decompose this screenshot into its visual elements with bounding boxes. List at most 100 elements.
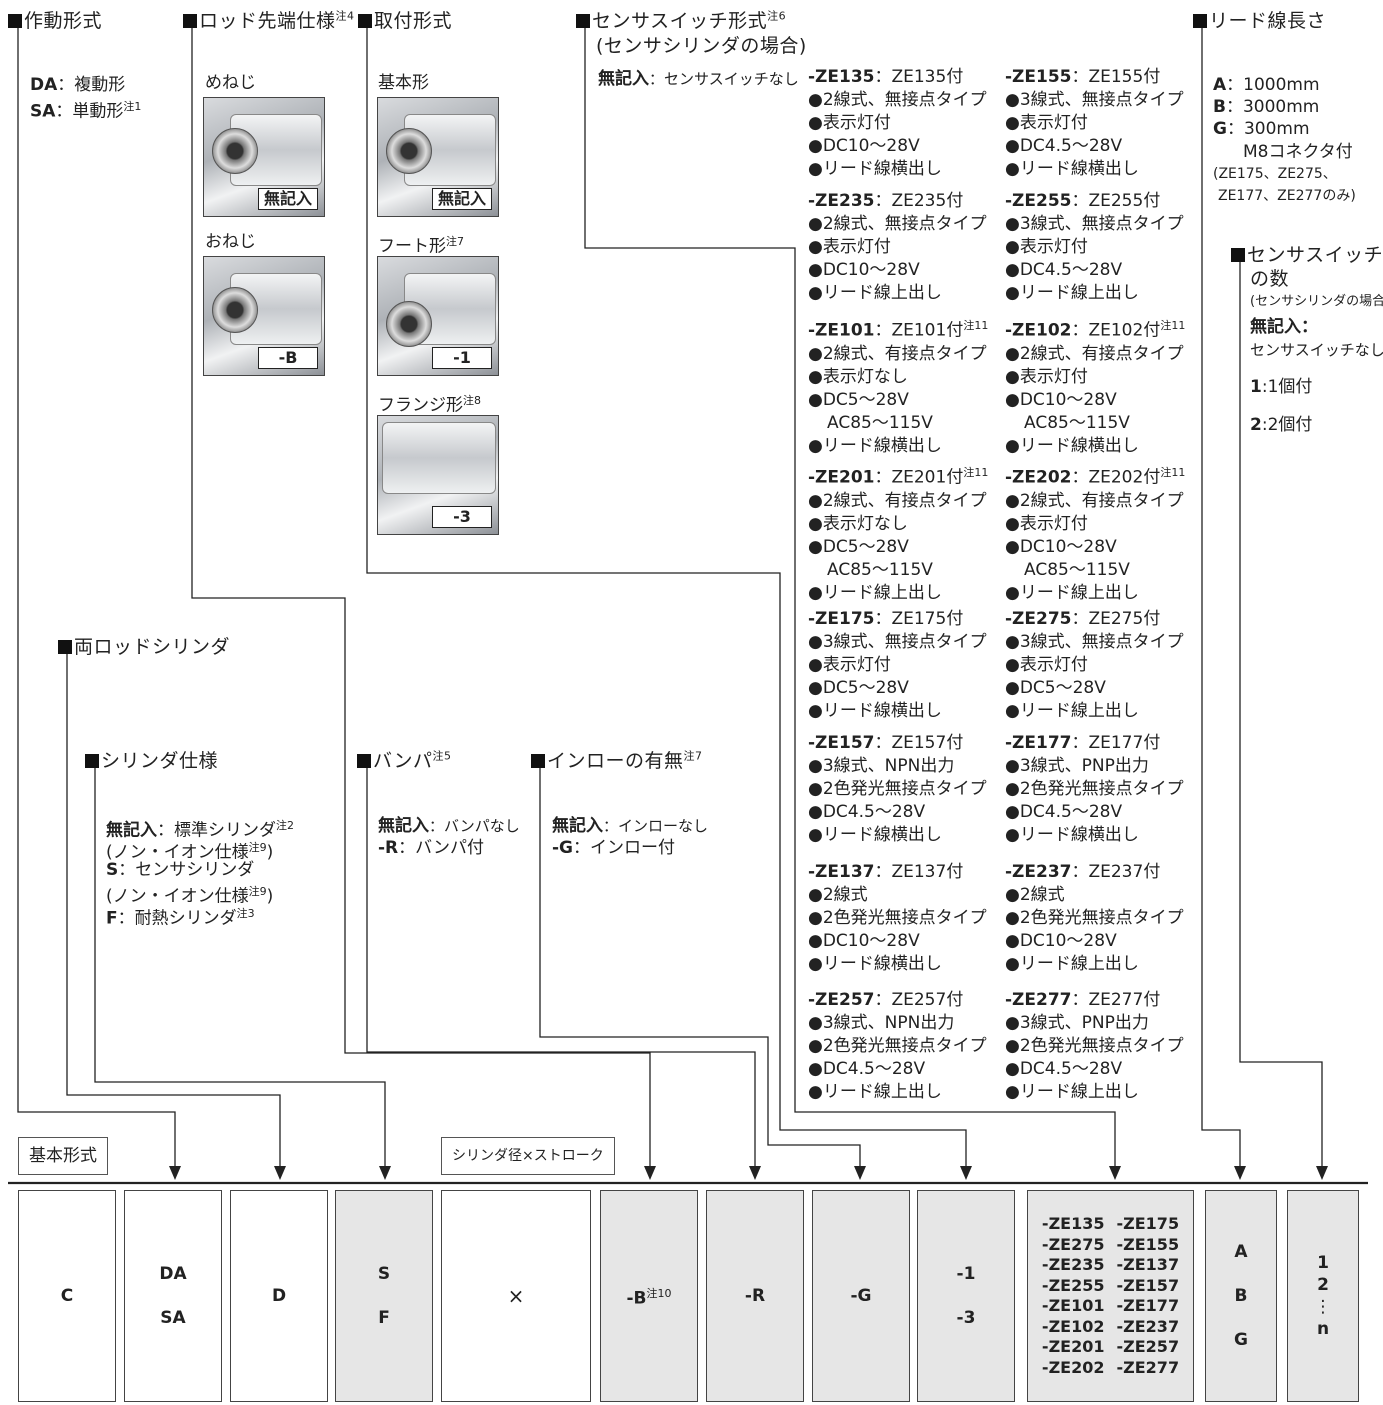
- mount-flange-photo: -3: [377, 415, 499, 535]
- rod-female-tag: 無記入: [258, 188, 318, 210]
- sensor-code: -ZE101: [1041, 1296, 1105, 1315]
- basic-form-label: 基本形式: [18, 1137, 108, 1175]
- mount-foot-label: フート形注7: [378, 235, 464, 257]
- mount-basic-photo: 無記入: [377, 97, 499, 217]
- sensor-code: -ZE137: [1116, 1255, 1180, 1274]
- sensor-block-ze237: -ZE237：ZE237付2線式2色発光無接点タイプDC10～28Vリード線上出…: [1005, 861, 1205, 976]
- spec-f: F：耐熱シリンダ注3: [106, 907, 255, 929]
- cell-d: D: [230, 1190, 328, 1402]
- count-two: 2:2個付: [1250, 415, 1313, 435]
- header-sensor-switch: センサスイッチ形式注6: [576, 6, 786, 33]
- sensor-code: -ZE201: [1041, 1337, 1105, 1356]
- sensor-block-ze155: -ZE155：ZE155付3線式、無接点タイプ表示灯付DC4.5～28Vリード線…: [1005, 66, 1205, 181]
- sensor-code: -ZE175: [1116, 1214, 1180, 1233]
- lead-g-note1: (ZE175、ZE275、: [1213, 166, 1337, 182]
- header-action-type: 作動形式: [8, 6, 102, 33]
- mount-foot-photo: -1: [377, 256, 499, 376]
- sensor-block-ze157: -ZE157：ZE157付3線式、NPN出力2色発光無接点タイプDC4.5～28…: [808, 732, 1008, 847]
- sensor-code-row: -ZE235 -ZE137: [1042, 1255, 1179, 1276]
- header-sensor-count-l3: (センサシリンダの場合): [1250, 294, 1383, 309]
- count-one: 1:1個付: [1250, 377, 1313, 397]
- header-sensor-count-l2: の数: [1250, 268, 1290, 290]
- mount-foot-tag: -1: [432, 347, 492, 369]
- header-sensor-switch-sub: (センサシリンダの場合): [596, 35, 807, 57]
- sensor-block-ze101: -ZE101：ZE101付注112線式、有接点タイプ表示灯なしDC5～28VAC…: [808, 314, 1008, 458]
- cell-mounting: -1-3: [917, 1190, 1015, 1402]
- spec-s: S：センサシリンダ: [106, 860, 255, 880]
- header-double-rod: 両ロッドシリンダ: [58, 632, 230, 659]
- lead-a: A：1000mm: [1213, 75, 1320, 95]
- rod-male-photo: -B: [203, 256, 325, 376]
- action-da: DA：複動形: [30, 75, 126, 95]
- sensor-block-ze235: -ZE235：ZE235付2線式、無接点タイプ表示灯付DC10～28Vリード線上…: [808, 190, 1008, 305]
- sensor-code-row: -ZE255 -ZE157: [1042, 1276, 1179, 1297]
- mount-basic-tag: 無記入: [432, 188, 492, 210]
- header-rod-end: ロッド先端仕様注4: [183, 6, 355, 33]
- sensor-code: -ZE275: [1041, 1234, 1105, 1254]
- rod-female-label: めねじ: [205, 73, 256, 93]
- mount-flange-tag: -3: [432, 506, 492, 528]
- sensor-block-ze175: -ZE175：ZE175付3線式、無接点タイプ表示灯付DC5～28Vリード線横出…: [808, 608, 1008, 723]
- spec-blank-sub: (ノン・イオン仕様注9): [106, 841, 274, 863]
- lead-b: B：3000mm: [1213, 97, 1320, 117]
- spec-blank: 無記入：標準シリンダ注2: [106, 819, 294, 841]
- sensor-code-row: -ZE102 -ZE237: [1042, 1317, 1179, 1338]
- header-bumper: バンパ注5: [357, 746, 451, 773]
- spigot-none: 無記入：インローなし: [552, 816, 709, 836]
- rod-female-photo: 無記入: [203, 97, 325, 217]
- sensor-block-ze135: -ZE135：ZE135付2線式、無接点タイプ表示灯付DC10～28Vリード線横…: [808, 66, 1008, 181]
- lead-g: G：300mm: [1213, 119, 1310, 139]
- sensor-block-ze137: -ZE137：ZE137付2線式2色発光無接点タイプDC10～28Vリード線横出…: [808, 861, 1008, 976]
- sensor-code-row: -ZE201-ZE257: [1042, 1337, 1179, 1358]
- cell-bore-stroke: ×: [441, 1190, 591, 1402]
- cell-bumper: -R: [706, 1190, 804, 1402]
- header-sensor-count: センサスイッチ: [1231, 240, 1383, 267]
- sensor-code: -ZE155: [1116, 1234, 1180, 1254]
- header-cylinder-spec: シリンダ仕様: [85, 746, 218, 773]
- sensor-code: -ZE135: [1041, 1214, 1105, 1233]
- cell-rod-end: -B注10: [600, 1190, 698, 1402]
- sensor-none: 無記入：センサスイッチなし: [598, 69, 799, 89]
- sensor-code: -ZE202: [1041, 1357, 1105, 1377]
- rod-male-tag: -B: [258, 347, 318, 369]
- bumper-r: -R：バンパ付: [378, 838, 485, 858]
- sensor-code-row: -ZE202-ZE277: [1042, 1358, 1179, 1379]
- header-spigot: インローの有無注7: [531, 746, 703, 773]
- spec-s-sub: (ノン・イオン仕様注9): [106, 885, 274, 907]
- mount-flange-label: フランジ形注8: [378, 394, 481, 416]
- sensor-block-ze257: -ZE257：ZE257付3線式、NPN出力2色発光無接点タイプDC4.5～28…: [808, 989, 1008, 1104]
- action-sa: SA：単動形注1: [30, 100, 142, 122]
- sensor-block-ze277: -ZE277：ZE277付3線式、PNP出力2色発光無接点タイプDC4.5～28…: [1005, 989, 1205, 1104]
- sensor-block-ze177: -ZE177：ZE177付3線式、PNP出力2色発光無接点タイプDC4.5～28…: [1005, 732, 1205, 847]
- sensor-code: -ZE255: [1041, 1275, 1105, 1295]
- rod-male-label: おねじ: [205, 232, 256, 252]
- cell-sensor-codes: -ZE135-ZE175-ZE275-ZE155-ZE235-ZE137-ZE2…: [1027, 1190, 1194, 1402]
- count-none-text: センサスイッチなし: [1250, 341, 1383, 359]
- lead-g-extra: M8コネクタ付: [1243, 142, 1353, 162]
- sensor-block-ze102: -ZE102：ZE102付注112線式、有接点タイプ表示灯付DC10～28VAC…: [1005, 314, 1205, 458]
- sensor-block-ze202: -ZE202：ZE202付注112線式、有接点タイプ表示灯付DC10～28VAC…: [1005, 461, 1205, 605]
- sensor-code: -ZE177: [1116, 1296, 1180, 1315]
- sensor-block-ze201: -ZE201：ZE201付注112線式、有接点タイプ表示灯なしDC5～28VAC…: [808, 461, 1008, 605]
- cell-c: C: [18, 1190, 116, 1402]
- spigot-g: -G：インロー付: [552, 838, 676, 858]
- mount-basic-label: 基本形: [378, 73, 429, 93]
- sensor-code: -ZE237: [1116, 1316, 1180, 1336]
- sensor-code: -ZE157: [1116, 1275, 1180, 1295]
- sensor-code-row: -ZE135 -ZE175: [1042, 1214, 1179, 1235]
- sensor-code: -ZE235: [1041, 1255, 1105, 1274]
- cell-spigot: -G: [812, 1190, 910, 1402]
- count-none-code: 無記入：: [1250, 317, 1318, 337]
- sensor-code: -ZE102: [1041, 1316, 1105, 1336]
- sensor-code-row: -ZE275 -ZE155: [1042, 1235, 1179, 1256]
- sensor-block-ze255: -ZE255：ZE255付3線式、無接点タイプ表示灯付DC4.5～28Vリード線…: [1005, 190, 1205, 305]
- header-mounting: 取付形式: [358, 6, 452, 33]
- sensor-code-row: -ZE101 -ZE177: [1042, 1296, 1179, 1317]
- bumper-none: 無記入：バンパなし: [378, 816, 520, 836]
- header-lead-length: リード線長さ: [1193, 6, 1326, 33]
- bore-stroke-label: シリンダ径×ストローク: [441, 1137, 615, 1175]
